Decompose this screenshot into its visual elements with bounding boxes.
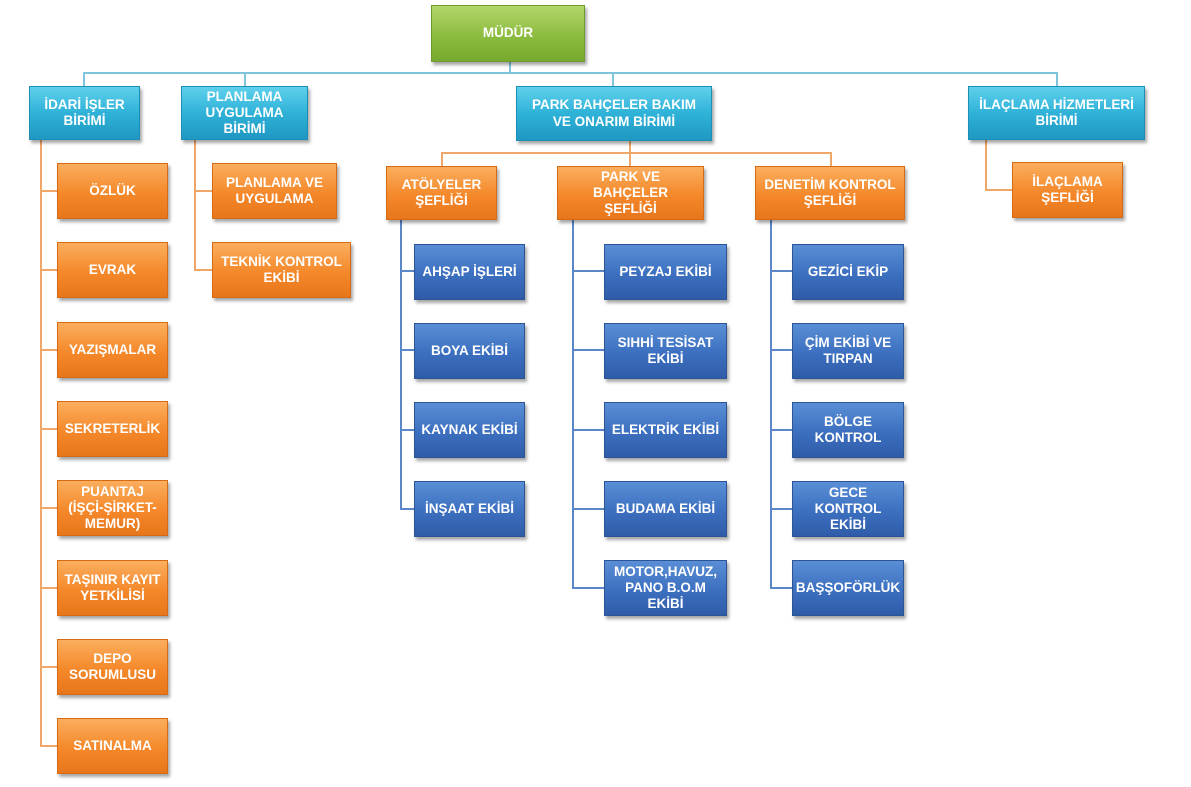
team-budama: BUDAMA EKİBİ [604,481,727,537]
connector-park-bus [441,152,832,154]
team-gece: GECE KONTROL EKİBİ [792,481,904,537]
connector-root-down [509,61,511,73]
connector-idari-4 [40,428,57,430]
connector-denetim-3 [770,429,792,431]
connector-denetim-4 [770,508,792,510]
connector-idari-5 [40,507,57,509]
connector-idari-6 [40,587,57,589]
idari-item-puantaj: PUANTAJ (İŞÇİ-ŞİRKET- MEMUR) [57,480,168,536]
connector-atolye-1 [400,270,414,272]
connector-planlama-1 [194,190,212,192]
connector-denetim-1 [770,270,792,272]
connector-idari-2 [40,269,57,271]
ilaclama-item-seflik: İLAÇLAMA ŞEFLİĞİ [1012,162,1123,218]
team-gezici: GEZİCİ EKİP [792,244,904,300]
chief-atolyeler: ATÖLYELER ŞEFLİĞİ [386,166,497,220]
connector-denetim-5 [770,587,792,589]
team-elektrik: ELEKTRİK EKİBİ [604,402,727,458]
idari-item-tasinir: TAŞINIR KAYIT YETKİLİSİ [57,560,168,616]
connector-park-2 [572,349,604,351]
connector-unit-1 [83,72,85,86]
connector-chief-1 [441,152,443,166]
chief-park-bahceler: PARK VE BAHÇELER ŞEFLİĞİ [557,166,704,220]
idari-item-yazismalar: YAZIŞMALAR [57,322,168,378]
connector-idari-3 [40,349,57,351]
team-boya: BOYA EKİBİ [414,323,525,379]
root-node: MÜDÜR [431,5,585,62]
connector-ilaclama-1 [985,189,1012,191]
unit-ilaclama: İLAÇLAMA HİZMETLERİ BİRİMİ [968,86,1145,140]
connector-idari-7 [40,666,57,668]
connector-denetim-2 [770,349,792,351]
connector-unit-4 [1056,72,1058,86]
team-ahsap: AHŞAP İŞLERİ [414,244,525,300]
connector-atolye-spine [400,220,402,510]
team-bolge: BÖLGE KONTROL [792,402,904,458]
idari-item-sekreterlik: SEKRETERLİK [57,401,168,457]
connector-idari-8 [40,745,57,747]
unit-park-bahceler: PARK BAHÇELER BAKIM VE ONARIM BİRİMİ [516,86,712,141]
connector-root-bus [83,72,1057,74]
connector-chief-3 [830,152,832,166]
connector-park-1 [572,270,604,272]
connector-ilaclama-spine [985,140,987,190]
connector-park-3 [572,429,604,431]
team-sihhi-tesisat: SIHHİ TESİSAT EKİBİ [604,323,727,379]
idari-item-evrak: EVRAK [57,242,168,298]
connector-park-down [629,141,631,153]
connector-atolye-2 [400,349,414,351]
idari-item-depo: DEPO SORUMLUSU [57,639,168,695]
unit-planlama: PLANLAMA UYGULAMA BİRİMİ [181,86,308,140]
connector-park-5 [572,587,604,589]
connector-idari-1 [40,190,57,192]
connector-chief-2 [629,152,631,166]
team-motor-havuz: MOTOR,HAVUZ, PANO B.O.M EKİBİ [604,560,727,616]
connector-idari-spine [40,140,42,746]
chief-denetim: DENETİM KONTROL ŞEFLİĞİ [755,166,905,220]
connector-park-spine [572,220,574,589]
planlama-item-teknik: TEKNİK KONTROL EKİBİ [212,242,351,298]
team-insaat: İNŞAAT EKİBİ [414,481,525,537]
team-kaynak: KAYNAK EKİBİ [414,402,525,458]
connector-unit-3 [612,72,614,86]
idari-item-satinalma: SATINALMA [57,718,168,774]
connector-unit-2 [244,72,246,86]
team-peyzaj: PEYZAJ EKİBİ [604,244,727,300]
connector-atolye-3 [400,429,414,431]
team-bassoforluk: BAŞŞOFÖRLÜK [792,560,904,616]
idari-item-ozluk: ÖZLÜK [57,163,168,219]
connector-denetim-spine [770,220,772,589]
team-cim: ÇİM EKİBİ VE TIRPAN [792,323,904,379]
unit-idari-isler: İDARİ İŞLER BİRİMİ [29,86,140,140]
connector-planlama-spine [194,140,196,271]
connector-planlama-2 [194,269,212,271]
connector-atolye-4 [400,508,414,510]
planlama-item-uygulama: PLANLAMA VE UYGULAMA [212,163,337,219]
connector-park-4 [572,508,604,510]
